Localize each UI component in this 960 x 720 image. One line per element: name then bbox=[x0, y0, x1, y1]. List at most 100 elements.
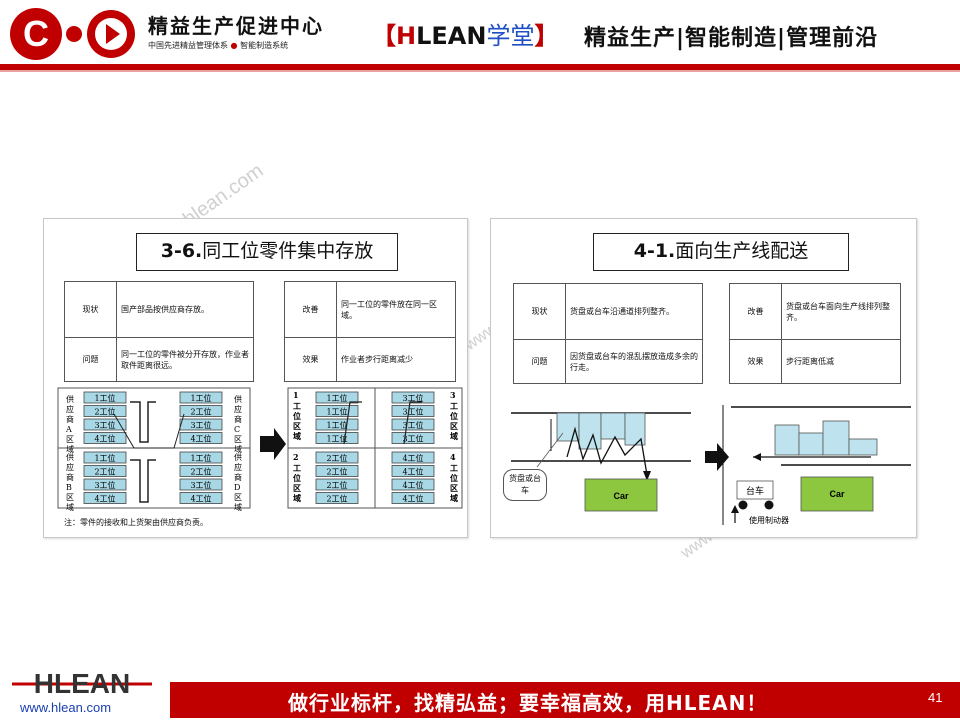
table-value: 作业者步行距离减少 bbox=[336, 337, 456, 382]
pallet bbox=[848, 438, 878, 456]
right-current-table: 现状货盘或台车沿通道排列整齐。 问题因货盘或台车的混乱摆放造成多余的行走。 bbox=[513, 283, 703, 384]
left-title-text: 同工位零件集中存放 bbox=[202, 240, 374, 262]
station-shelf: 3工位 bbox=[391, 432, 435, 444]
station-label: 1工位 bbox=[190, 453, 211, 463]
svg-text:C: C bbox=[23, 13, 49, 54]
tag-bracket-open: 【 bbox=[372, 22, 396, 50]
table-value: 步行距离低减 bbox=[781, 339, 901, 384]
brand-sub-dot: ● bbox=[230, 41, 238, 50]
station-label: 2工位 bbox=[190, 407, 211, 417]
left-title-number: 3-6. bbox=[160, 240, 203, 262]
station-label: 1工位 bbox=[94, 453, 115, 463]
station-label: 3工位 bbox=[190, 420, 211, 430]
station-shelf: 1工位 bbox=[83, 451, 127, 464]
station-label: 4工位 bbox=[94, 494, 115, 504]
car-box bbox=[800, 476, 874, 512]
footer-bar bbox=[170, 682, 960, 718]
station-shelf: 3工位 bbox=[83, 418, 127, 431]
station-label: 4工位 bbox=[402, 467, 423, 477]
arrow-right-icon bbox=[260, 428, 286, 460]
right-panel-title: 4-1.面向生产线配送 bbox=[593, 233, 849, 271]
brand-subtitle: 中国先进精益管理体系 ● 智能制造系统 bbox=[148, 40, 288, 51]
left-current-table: 现状国产部品按供应商存放。 问题同一工位的零件被分开存放，作业者取件距离很远。 bbox=[64, 281, 254, 382]
station-shelf: 4工位 bbox=[391, 451, 435, 464]
car-label: Car bbox=[829, 489, 845, 499]
station-shelf: 1工位 bbox=[179, 451, 223, 464]
arrow-right-icon bbox=[705, 443, 729, 471]
station-shelf: 2工位 bbox=[315, 478, 359, 491]
footer-slogan: 做行业标杆，找精弘益；要幸福高效，用HLEAN！ bbox=[288, 691, 768, 715]
walk-path-line bbox=[130, 401, 156, 443]
station-shelf: 4工位 bbox=[391, 492, 435, 504]
tag-academy: 学堂 bbox=[486, 22, 535, 50]
brand-sub-right: 智能制造系统 bbox=[240, 41, 289, 50]
station-shelf: 2工位 bbox=[83, 405, 127, 417]
table-value: 因货盘或台车的混乱摆放造成多余的行走。 bbox=[565, 339, 703, 384]
station-label: 1工位 bbox=[190, 393, 211, 403]
station-label: 3工位 bbox=[402, 407, 423, 417]
table-key: 现状 bbox=[64, 281, 117, 338]
right-title-text: 面向生产线配送 bbox=[675, 240, 809, 262]
station-shelf: 1工位 bbox=[315, 391, 359, 404]
table-key: 改善 bbox=[729, 283, 782, 340]
hlean-academy-tag: 【HLEAN学堂】 bbox=[372, 16, 558, 51]
station-label: 2工位 bbox=[94, 467, 115, 477]
brand-sub-left: 中国先进精益管理体系 bbox=[148, 41, 228, 50]
table-value: 同一工位的零件放在同一区域。 bbox=[336, 281, 456, 338]
station-shelf: 1工位 bbox=[315, 418, 359, 431]
walk-path-line bbox=[566, 426, 648, 476]
right-layout-diagram: Car Car 台车 使用制动器 bbox=[511, 405, 911, 525]
pallet bbox=[600, 412, 626, 440]
station-label: 4工位 bbox=[402, 494, 423, 504]
station-shelf: 2工位 bbox=[179, 465, 223, 477]
table-key: 问题 bbox=[513, 339, 566, 384]
footer-url[interactable]: www.hlean.com bbox=[20, 700, 112, 715]
station-label: 3工位 bbox=[402, 420, 423, 430]
right-improve-table: 改善货盘或台车面向生产线排列整齐。 效果步行距离低减 bbox=[729, 283, 901, 384]
station-shelf: 1工位 bbox=[83, 391, 127, 404]
station-label: 4工位 bbox=[402, 480, 423, 490]
car-label: Car bbox=[613, 491, 629, 501]
station-label: 2工位 bbox=[326, 494, 347, 504]
station-shelf: 4工位 bbox=[391, 478, 435, 491]
station-shelf: 1工位 bbox=[315, 405, 359, 417]
table-value: 货盘或台车面向生产线排列整齐。 bbox=[781, 283, 901, 340]
station-label: 3工位 bbox=[402, 434, 423, 444]
station-shelf: 3工位 bbox=[179, 418, 223, 431]
table-key: 现状 bbox=[513, 283, 566, 340]
station-shelf: 1工位 bbox=[179, 391, 223, 404]
station-label: 3工位 bbox=[94, 420, 115, 430]
station-label: 3工位 bbox=[402, 393, 423, 403]
station-label: 4工位 bbox=[94, 434, 115, 444]
table-value: 货盘或台车沿通道排列整齐。 bbox=[565, 283, 703, 340]
header-slogan: 精益生产|智能制造|管理前沿 bbox=[584, 26, 879, 51]
left-panel: 3-6.同工位零件集中存放 现状国产部品按供应商存放。 问题同一工位的零件被分开… bbox=[43, 218, 468, 538]
station-shelf: 4工位 bbox=[83, 492, 127, 504]
wheel-icon bbox=[764, 500, 774, 510]
brand-name: 精益生产促进中心 bbox=[148, 14, 324, 38]
table-key: 改善 bbox=[284, 281, 337, 338]
left-improve-table: 改善同一工位的零件放在同一区域。 效果作业者步行距离减少 bbox=[284, 281, 456, 382]
right-title-number: 4-1. bbox=[633, 240, 676, 262]
wheel-icon bbox=[738, 500, 748, 510]
station-label: 1工位 bbox=[326, 393, 347, 403]
right-panel: 4-1.面向生产线配送 现状货盘或台车沿通道排列整齐。 问题因货盘或台车的混乱摆… bbox=[490, 218, 917, 538]
station-shelf: 2工位 bbox=[315, 492, 359, 504]
table-value: 国产部品按供应商存放。 bbox=[116, 281, 254, 338]
cart-label: 台车 bbox=[746, 485, 764, 497]
footer-logo-text: HLEAN bbox=[34, 668, 130, 698]
station-label: 1工位 bbox=[326, 420, 347, 430]
station-shelf: 3工位 bbox=[83, 478, 127, 491]
station-label: 2工位 bbox=[326, 480, 347, 490]
header-divider bbox=[0, 64, 960, 70]
walk-path-line bbox=[130, 459, 156, 503]
station-shelf: 4工位 bbox=[391, 465, 435, 477]
footer-logo: HLEAN bbox=[12, 668, 152, 698]
